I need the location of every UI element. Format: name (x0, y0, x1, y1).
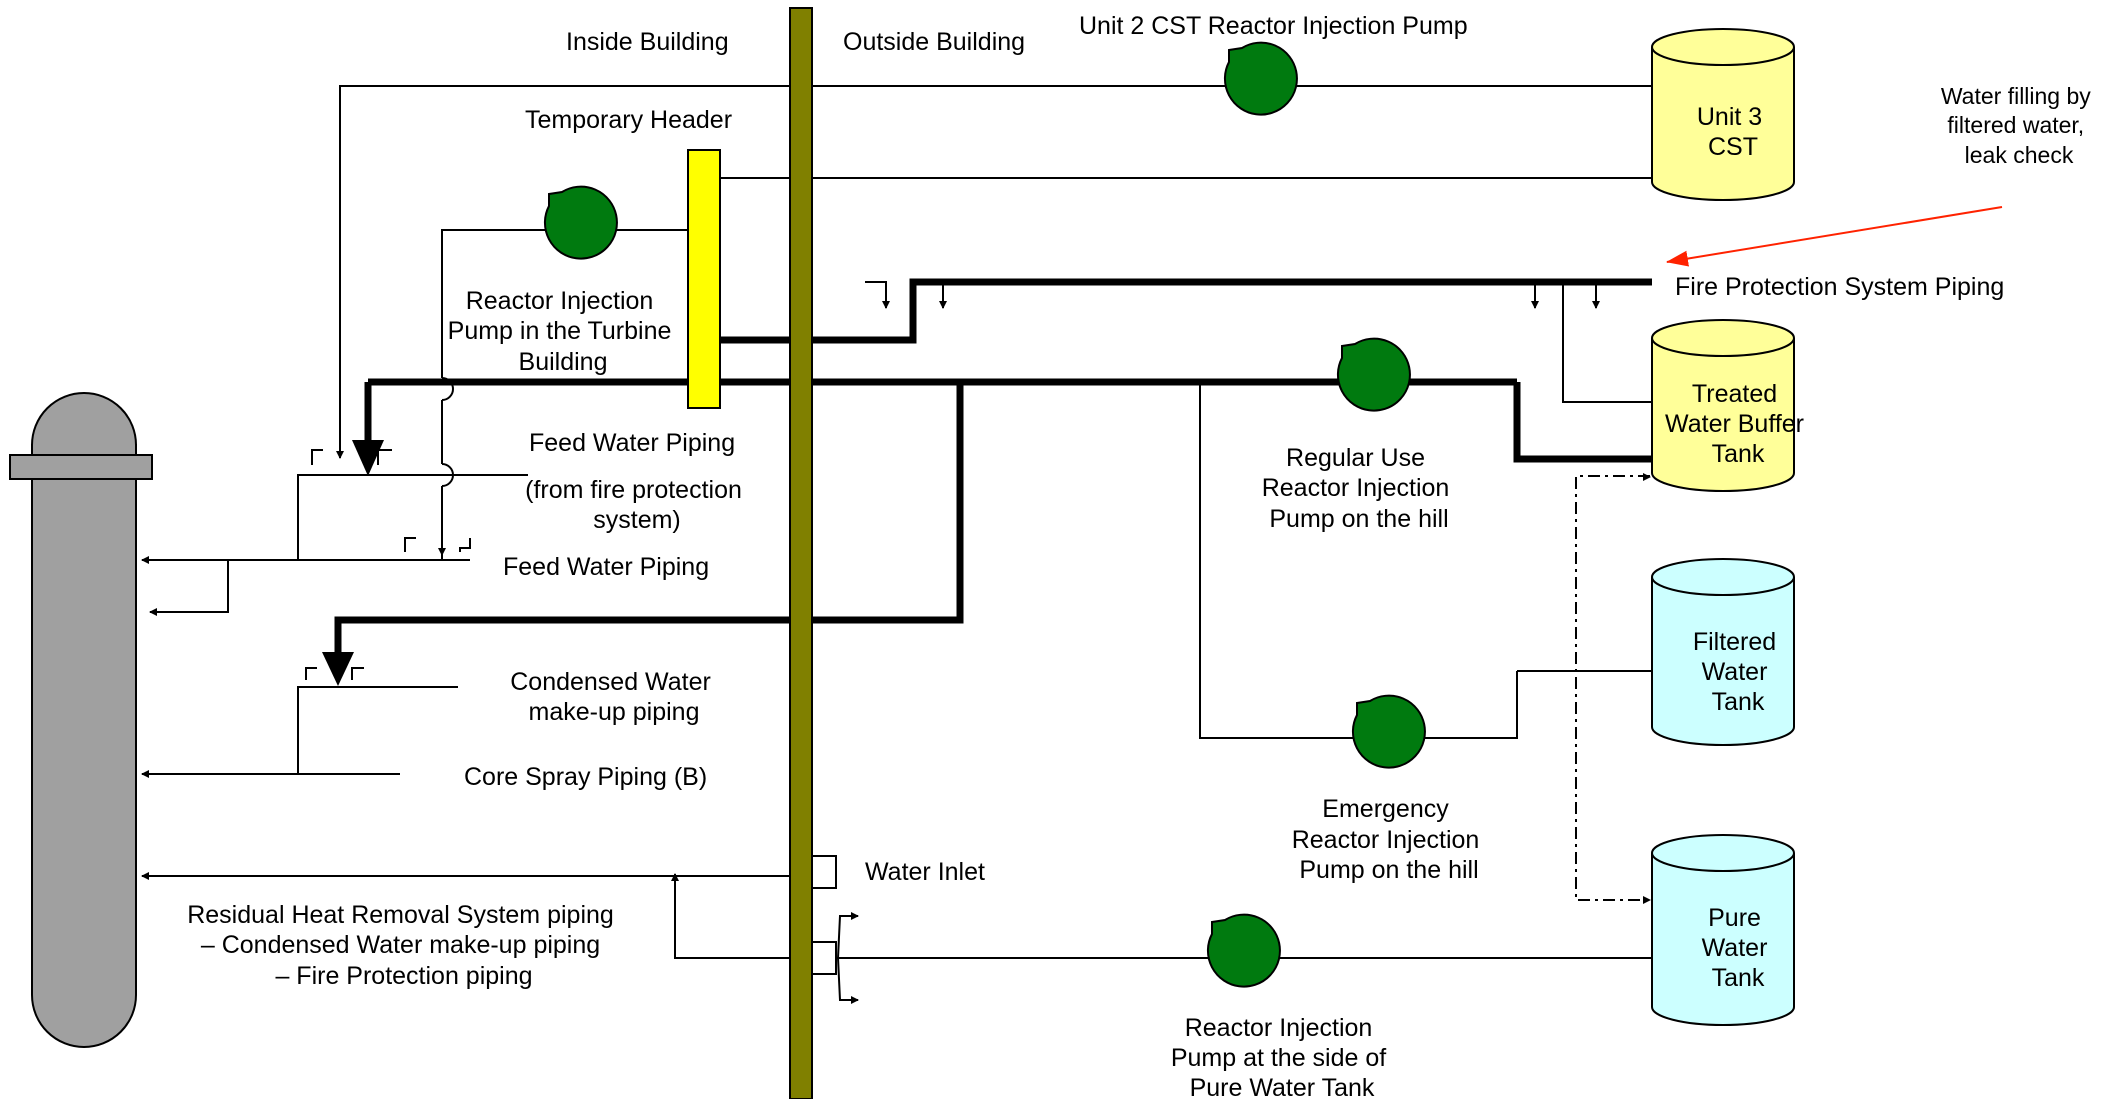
building-wall (789, 7, 813, 1099)
inside-building-label: Inside Building (566, 28, 729, 56)
tank-pure: Pure Water Tank (1651, 834, 1795, 1026)
pump-icon-unit2 (1223, 41, 1298, 116)
tank-treated-buffer: Treated Water Buffer Tank (1651, 319, 1811, 492)
temporary-header-label: Temporary Header (525, 106, 732, 134)
pure-pump-label: Reactor Injection Pump at the side of Pu… (1171, 1014, 1393, 1099)
regular-pump-label: Regular Use Reactor Injection Pump on th… (1262, 444, 1457, 533)
outside-thin-piping (720, 177, 1652, 1004)
turbine-pump-label: Reactor Injection Pump in the Turbine Bu… (448, 287, 679, 376)
water-inlet-box-1 (811, 855, 837, 889)
tank-filtered-label: Filtered Water Tank (1693, 628, 1783, 716)
core-spray-label: Core Spray Piping (B) (464, 763, 707, 791)
thick-arrowheads (322, 440, 384, 686)
reactor-body (31, 444, 137, 1048)
water-filling-note: Water filling by filtered water, leak ch… (1941, 83, 2097, 168)
outside-building-label: Outside Building (843, 28, 1025, 56)
tank-filtered: Filtered Water Tank (1651, 558, 1795, 746)
note-arrow (1666, 206, 2003, 267)
reactor-flange (9, 454, 153, 480)
unit2-cst-line (336, 85, 1652, 459)
tank-unit3-cst: Unit 3 CST (1651, 28, 1795, 201)
tank-pure-label: Pure Water Tank (1702, 904, 1775, 992)
condensed-water-piping (297, 667, 458, 774)
rhr-label: Residual Heat Removal System piping – Co… (187, 901, 621, 990)
rhr-piping (141, 872, 790, 959)
feed-water-piping-label-1: Feed Water Piping (529, 429, 735, 457)
unit2-pump-label: Unit 2 CST Reactor Injection Pump (1079, 12, 1468, 40)
reactor-dome (31, 392, 137, 461)
thick-piping (334, 278, 1652, 652)
tank-unit3-cst-label: Unit 3 CST (1697, 103, 1769, 161)
temporary-header (687, 149, 721, 409)
feed-water-piping-2 (141, 495, 471, 616)
pump-icon-emergency (1351, 694, 1426, 769)
fire-protection-drops (865, 281, 1600, 309)
feed-water-piping-label-2: Feed Water Piping (503, 553, 709, 581)
water-inlet-box-2 (811, 941, 837, 975)
dashdot-line (1575, 475, 1651, 904)
pump-icon-turbine (543, 185, 618, 260)
reactor-vessel (9, 392, 153, 1048)
water-inlet-label: Water Inlet (865, 858, 985, 886)
condensed-water-label: Condensed Water make-up piping (510, 668, 718, 726)
fire-protection-piping-label: Fire Protection System Piping (1675, 273, 2004, 301)
feed-water-piping-1 (297, 449, 528, 560)
emergency-pump-label: Emergency Reactor Injection Pump on the … (1292, 795, 1487, 884)
pump-icon-pure (1206, 913, 1281, 988)
from-fire-protection-label: (from fire protection system) (525, 476, 749, 534)
pump-icon-regular (1336, 337, 1411, 412)
tank-treated-buffer-label: Treated Water Buffer Tank (1665, 380, 1811, 468)
